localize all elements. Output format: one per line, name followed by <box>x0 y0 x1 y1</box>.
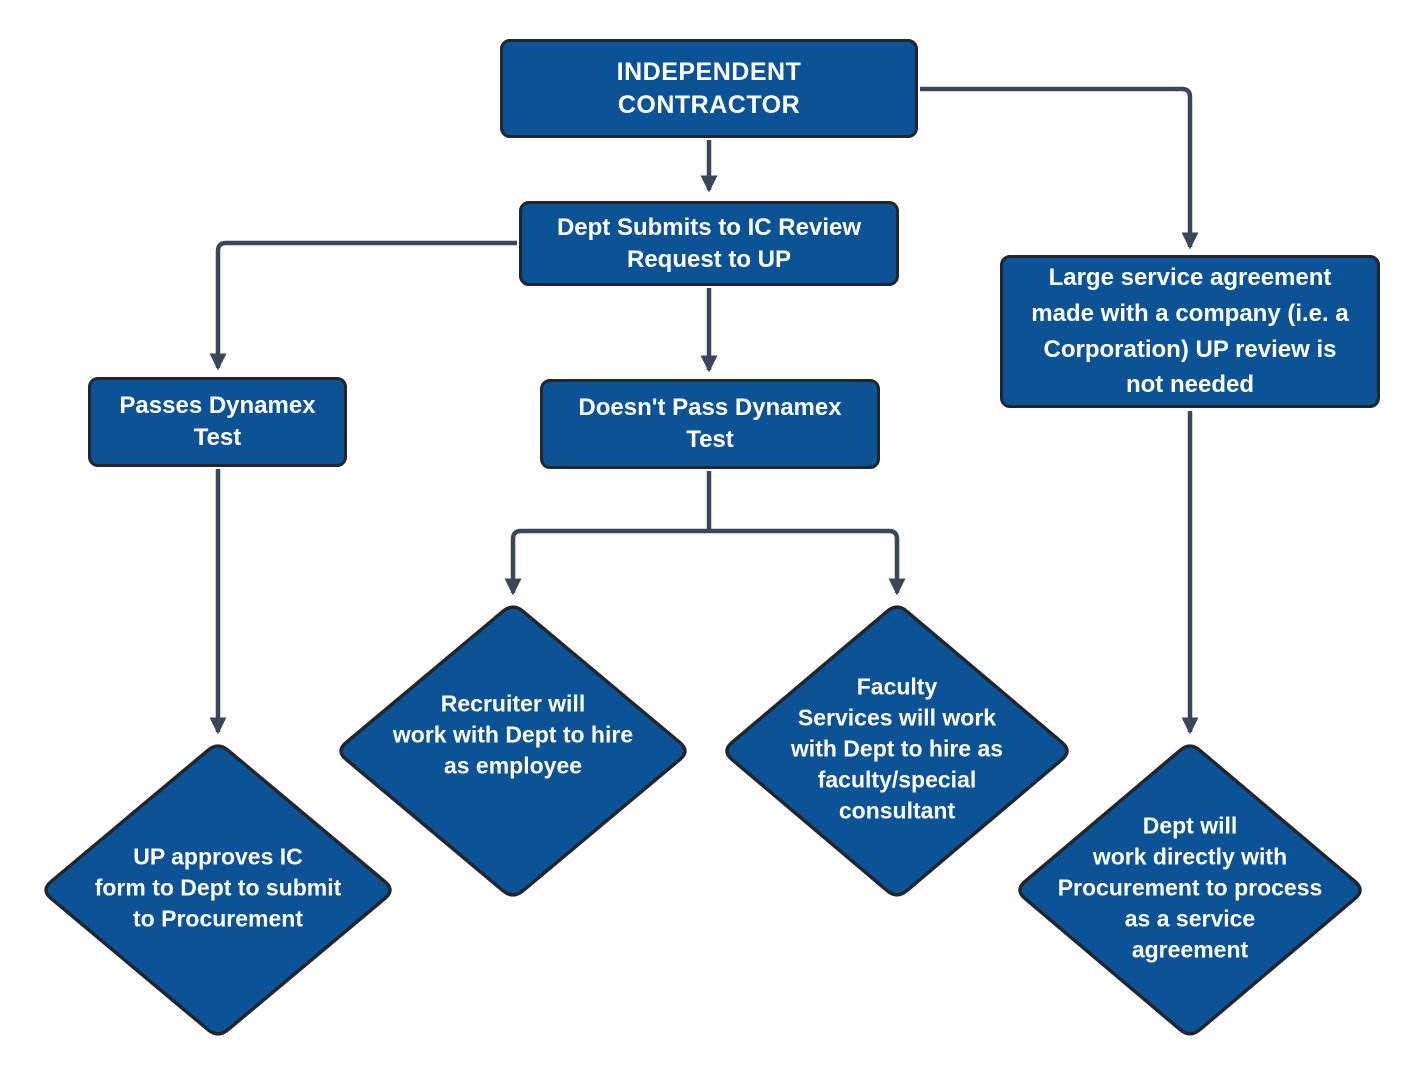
node-large-service-agreement: Large service agreement made with a comp… <box>1000 255 1380 408</box>
edge-doesnt-pass-to-recruiter <box>504 528 709 596</box>
node-label-large-service-agreement: Large service agreement made with a comp… <box>1031 264 1349 399</box>
edge-doesnt-pass-to-faculty <box>709 528 906 596</box>
node-label-up-approves: UP approves IC form to Dept to submit to… <box>94 843 342 932</box>
edge-ic-to-large-service <box>920 86 1199 250</box>
node-label-dept-submits: Dept Submits to IC Review Request to UP <box>556 213 862 273</box>
edge-dept-submits-to-passes <box>209 240 517 371</box>
node-doesnt-pass-dynamex: Doesn't Pass Dynamex Test <box>540 379 880 469</box>
node-label-passes-dynamex: Passes Dynamex Test <box>119 392 316 451</box>
node-dept-submits: Dept Submits to IC Review Request to UP <box>519 201 899 286</box>
node-shape-dept-procurement <box>1018 744 1362 1036</box>
node-passes-dynamex: Passes Dynamex Test <box>88 377 347 467</box>
node-label-independent-contractor: INDEPENDENT CONTRACTOR <box>616 57 802 119</box>
node-label-faculty-services: Faculty Services will work with Dept to … <box>790 673 1004 824</box>
node-independent-contractor: INDEPENDENT CONTRACTOR <box>500 39 918 138</box>
node-shape-up-approves <box>44 744 392 1036</box>
node-label-recruiter: Recruiter will work with Dept to hire as… <box>392 690 634 779</box>
node-label-doesnt-pass-dynamex: Doesn't Pass Dynamex Test <box>578 394 842 453</box>
node-label-dept-procurement: Dept will work directly with Procurement… <box>1057 812 1323 963</box>
node-shape-recruiter <box>339 605 687 897</box>
node-shape-faculty-services <box>725 605 1069 897</box>
